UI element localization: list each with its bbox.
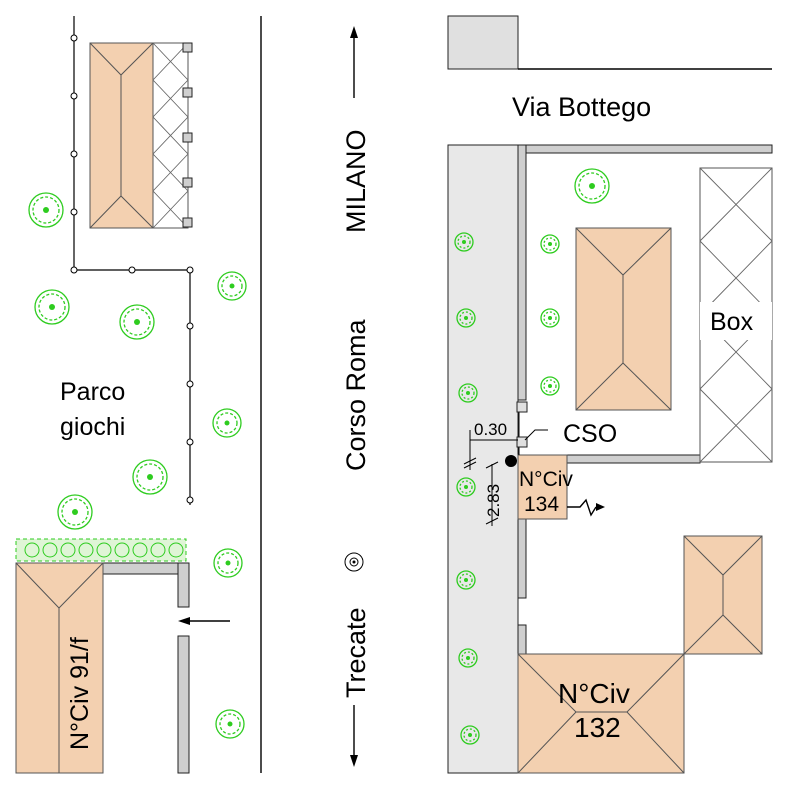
lightning-icon — [567, 498, 605, 517]
cso-point — [505, 455, 517, 467]
direction-arrow-north — [350, 26, 358, 98]
tree-icon — [215, 709, 245, 739]
building-91f — [15, 562, 190, 774]
park-label-line1: Parco — [60, 378, 125, 406]
direction-milano: MILANO — [341, 129, 371, 233]
tree-icon — [574, 168, 610, 204]
park-trees — [28, 192, 247, 739]
tree-icon — [34, 289, 70, 325]
street-trees — [454, 168, 610, 745]
direction-arrow-south — [350, 705, 358, 767]
tree-icon — [217, 271, 247, 301]
tree-icon — [456, 570, 476, 590]
building-top-left — [89, 42, 193, 229]
tree-icon — [540, 234, 560, 254]
tree-icon — [119, 304, 155, 340]
garage-box — [699, 167, 773, 463]
building-courtyard — [575, 227, 672, 411]
dimension-offset: 0.30 — [474, 420, 507, 439]
tree-icon — [458, 648, 478, 668]
street-via-bottego: Via Bottego — [512, 92, 651, 122]
hedge — [15, 538, 187, 562]
building-134-label-line2: 134 — [524, 493, 559, 516]
building-134-label-line1: N°Civ — [519, 468, 573, 491]
building-corner-right — [683, 535, 763, 655]
direction-trecate: Trecate — [341, 607, 371, 698]
cso-device — [505, 401, 548, 467]
tree-icon — [458, 383, 478, 403]
arrow-icon — [178, 617, 230, 625]
block-top-right — [447, 15, 772, 70]
tree-icon — [456, 477, 476, 497]
tree-icon — [540, 308, 560, 328]
tree-icon — [28, 192, 64, 228]
dimension-lines — [463, 430, 518, 526]
tree-icon — [213, 548, 243, 578]
tree-icon — [454, 232, 474, 252]
park-fence — [70, 16, 194, 505]
building-132-label-line1: N°Civ — [558, 678, 630, 709]
tree-icon — [540, 376, 560, 396]
tree-icon — [460, 725, 480, 745]
building-132-label-line2: 132 — [574, 712, 621, 743]
building-132 — [517, 653, 685, 774]
building-134 — [517, 454, 568, 520]
park-label-line2: giochi — [60, 413, 125, 441]
tree-icon — [212, 408, 242, 438]
garage-label: Box — [710, 308, 754, 336]
tree-icon — [132, 459, 168, 495]
tree-icon — [57, 494, 93, 530]
building-91f-label: N°Civ 91/f — [66, 637, 94, 750]
cso-label: CSO — [563, 420, 617, 448]
manhole-icon — [344, 552, 364, 572]
street-corso-roma: Corso Roma — [341, 318, 371, 471]
tree-icon — [456, 308, 476, 328]
dimension-height: 2.83 — [484, 484, 503, 517]
